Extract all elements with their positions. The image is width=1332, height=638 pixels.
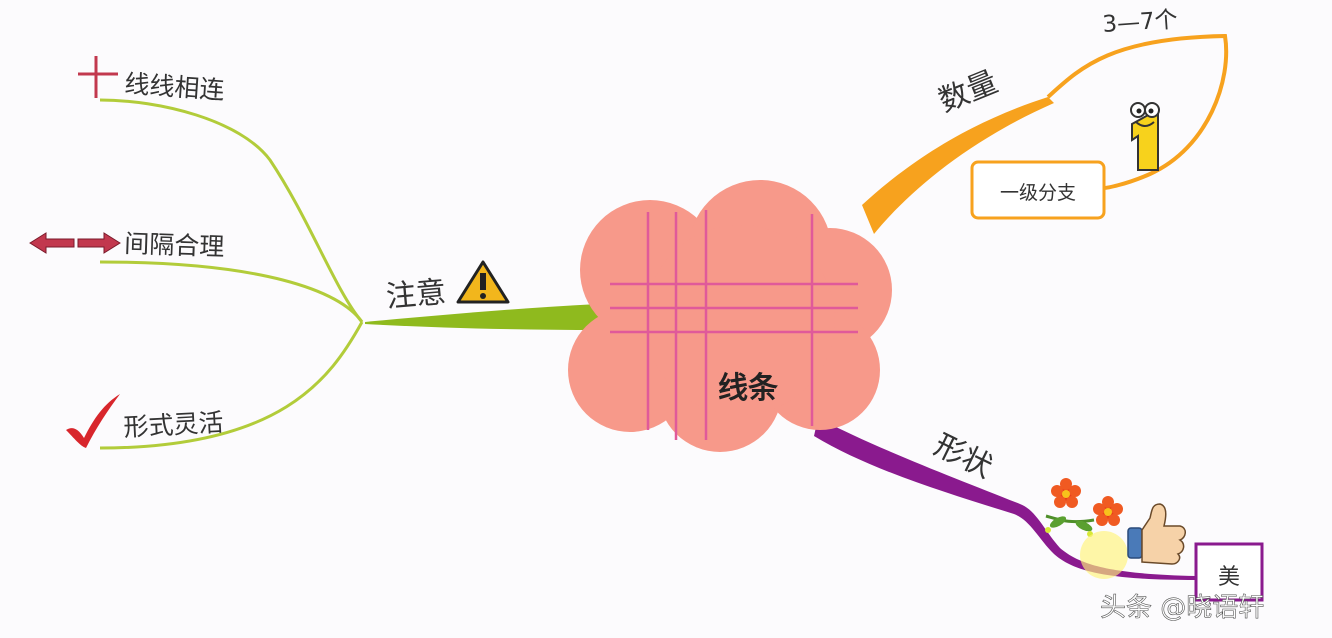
central-node: 线条 [568,180,892,452]
central-label: 线条 [718,371,778,406]
attention-sub-branch-1 [99,98,364,323]
checkmark-icon [66,394,120,448]
warning-icon [456,260,510,304]
branch-attention: 注意 线线相连 间隔合理 形式灵活 [29,56,600,450]
watermark-text: 头条 @晓语轩 [1100,593,1264,623]
attention-child-label-2: 间隔合理 [124,229,225,261]
beauty-label: 美 [1218,565,1240,590]
thumbs-up-icon [1127,503,1186,565]
quantity-label: 数量 [934,64,1003,119]
double-arrow-icon [29,232,121,254]
flowers-icon [1045,478,1123,537]
first-level-branch-box [970,160,1106,220]
attention-child-label-1: 线线相连 [124,69,226,105]
quantity-count-label: 3—7个 [1102,7,1179,38]
branch-quantity: 数量 3—7个 一级分支 [862,7,1229,234]
attention-child-label-3: 形式灵活 [123,408,224,442]
attention-sub-branch-2 [99,260,364,323]
first-level-branch-label: 一级分支 [1000,182,1076,204]
quantity-leaf-outline [1046,33,1229,190]
quantity-main-branch [862,97,1054,234]
attention-sub-branch-3 [99,321,364,450]
cursor-highlight [1080,531,1128,579]
attention-label: 注意 [385,275,448,315]
central-grid-lines [610,210,858,440]
attention-main-branch [365,304,600,330]
beauty-box [1194,542,1264,602]
number-one-cartoon-icon [1130,102,1160,171]
cross-icon [78,56,118,98]
branch-shape: 形状 [814,418,1264,602]
central-cloud [568,180,892,452]
shape-main-branch [814,418,1196,580]
